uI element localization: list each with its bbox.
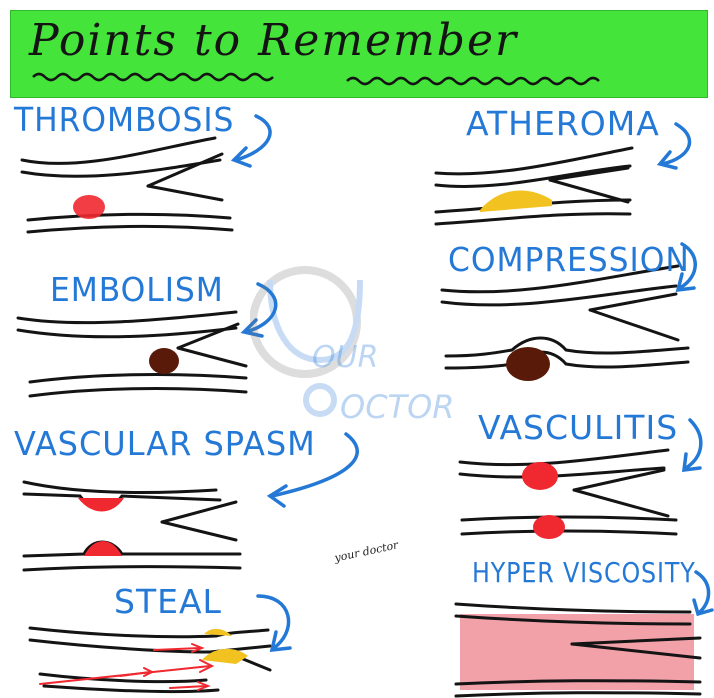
atheroma-plaque — [480, 190, 552, 212]
arrow-hyperviscosity — [694, 570, 711, 614]
watermark-text-2: OCTOR — [340, 388, 455, 426]
label-vasculitis: VASCULITIS — [478, 408, 679, 447]
thrombus-clot — [73, 195, 105, 219]
arrow-vascular-spasm — [270, 432, 359, 498]
label-arrows — [230, 114, 714, 653]
steal-flow-arrows — [39, 643, 215, 691]
header-banner: Points to Remember — [10, 10, 708, 98]
spasm-constriction-top — [78, 498, 124, 512]
vessel-hyperviscosity — [454, 602, 702, 698]
compressing-mass — [506, 347, 550, 381]
label-vascular-spasm: VASCULAR SPASM — [14, 424, 316, 463]
label-hyperviscosity: HYPER VISCOSITY — [472, 556, 696, 589]
vessel-steal — [28, 626, 272, 694]
arrow-atheroma — [660, 122, 692, 166]
arrow-thrombosis — [234, 114, 272, 162]
arrow-vasculitis — [684, 418, 703, 470]
header-underline-squiggle — [32, 72, 600, 86]
vasculitis-inflammation-bottom — [533, 515, 565, 539]
vessel-compression — [440, 264, 690, 370]
watermark-text-1: OUR — [312, 340, 379, 375]
arrow-embolism — [244, 282, 278, 334]
page-title: Points to Remember — [29, 15, 519, 66]
label-compression: COMPRESSION — [448, 240, 690, 279]
label-embolism: EMBOLISM — [50, 270, 224, 309]
embolus — [149, 348, 179, 374]
vessel-vascular-spasm — [22, 480, 242, 572]
vasculitis-inflammation-top — [522, 462, 558, 490]
label-thrombosis: THROMBOSIS — [14, 100, 235, 139]
steal-plaque-top — [204, 628, 232, 636]
arrow-compression — [678, 242, 697, 290]
vessel-thrombosis — [20, 136, 234, 234]
vessel-vasculitis — [458, 448, 678, 536]
spasm-constriction-bottom — [84, 541, 122, 556]
arrow-steal — [256, 594, 291, 650]
vessel-embolism — [16, 310, 248, 398]
label-steal: STEAL — [114, 582, 222, 621]
steal-plaque-bottom — [202, 648, 248, 664]
watermark-logo — [249, 260, 400, 434]
label-atheroma: ATHEROMA — [466, 104, 660, 143]
vessel-atheroma — [434, 146, 634, 226]
